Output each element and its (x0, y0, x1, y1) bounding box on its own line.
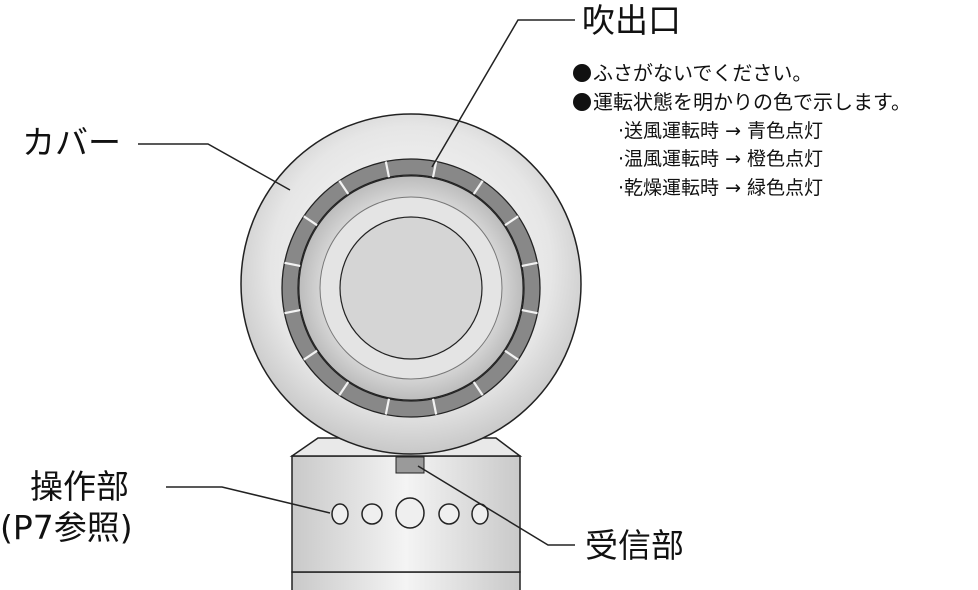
outlet-ring-separator (284, 261, 301, 268)
inner-fan-housing (298, 175, 524, 401)
control-button-4[interactable] (438, 503, 460, 525)
outlet-ring-separator (338, 381, 350, 396)
outlet-ring-outer-edge (281, 158, 541, 418)
control-button-1[interactable] (331, 503, 349, 525)
inner-disc-center (339, 216, 483, 360)
outlet-ring-separator (521, 308, 538, 315)
outlet-ring-separator (384, 398, 391, 415)
base-lower-band (291, 571, 521, 590)
leader-receiver (417, 465, 575, 546)
outlet-ring-separator (303, 349, 318, 361)
leader-lines (138, 19, 575, 546)
control-button-2[interactable] (361, 503, 383, 525)
outlet-ring-band (282, 159, 540, 417)
bullet-icon (573, 64, 591, 82)
label-receiver: 受信部 (585, 526, 684, 565)
outlet-ring-separator (284, 308, 301, 315)
outlet-ring-separator (431, 398, 438, 415)
control-buttons (331, 497, 489, 529)
outlet-ring-separator (338, 180, 350, 195)
leader-cover (138, 143, 291, 191)
leader-control (166, 486, 331, 514)
label-cover: カバー (22, 123, 121, 162)
outlet-ring-separator (504, 215, 519, 227)
outlet-ring-separator (521, 261, 538, 268)
outlet-ring-separator (472, 180, 484, 195)
mode-line-1: ·送風運転時 → 青色点灯 (618, 120, 824, 142)
label-outlet: 吹出口 (582, 1, 681, 40)
outlet-note-1: ふさがないでください。 (573, 61, 812, 85)
outlet-ring-separator (303, 215, 318, 227)
label-control-line1: 操作部 (30, 467, 129, 506)
control-button-main[interactable] (395, 497, 425, 529)
outlet-ring-separator (504, 349, 519, 361)
outlet-ring-separator (472, 381, 484, 396)
outlet-note-2: 運転状態を明かりの色で示します。 (573, 90, 911, 114)
outlet-ring-inner-edge (297, 174, 525, 402)
receiver-window (395, 456, 425, 474)
outlet-ring-separator (384, 161, 391, 178)
outlet-ring (281, 158, 541, 418)
label-control-line2: (P7参照) (0, 508, 133, 547)
bullet-icon (573, 93, 591, 111)
outlet-ring-segments (284, 161, 538, 415)
outlet-ring-separator (431, 161, 438, 178)
leader-outlet (431, 19, 575, 168)
mode-line-3: ·乾燥運転時 → 緑色点灯 (618, 177, 824, 199)
mode-line-2: ·温風運転時 → 橙色点灯 (618, 148, 824, 170)
